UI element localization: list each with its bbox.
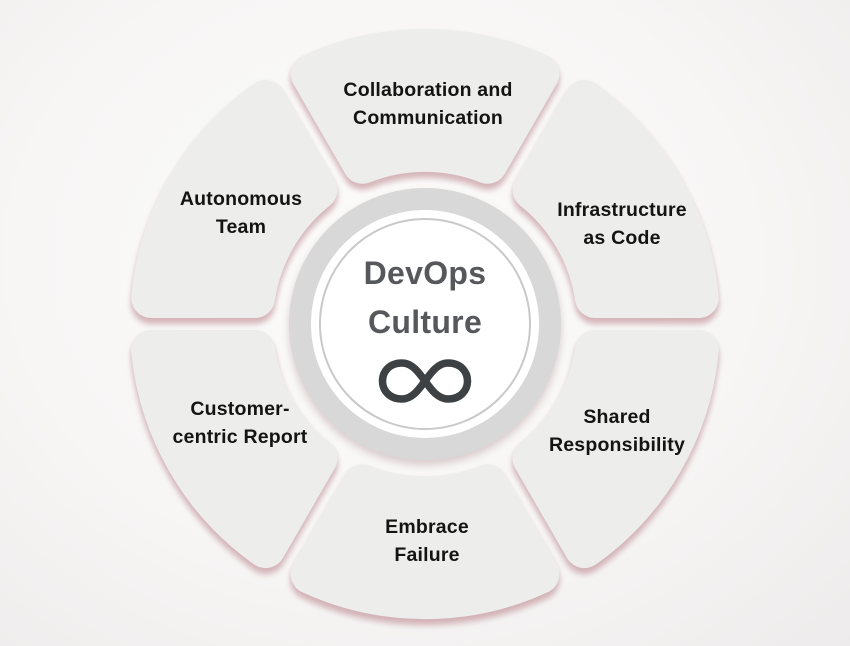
segment-label-shared-responsibility: Shared Responsibility xyxy=(548,406,686,456)
devops-infinity-loop-icon xyxy=(378,359,472,403)
segment-autonomous-team xyxy=(131,79,338,318)
segment-collaboration-communication xyxy=(290,28,560,184)
hub-inner-ring xyxy=(319,218,531,430)
segment-label-embrace-failure: Embrace Failure xyxy=(385,516,469,566)
segment-label-collaboration-communication: Collaboration and Communication xyxy=(343,79,513,129)
segment-infrastructure-as-code xyxy=(512,79,719,318)
diagram-title: DevOps Culture xyxy=(363,255,487,340)
segment-label-infrastructure-as-code: Infrastructure as Code xyxy=(557,199,687,249)
center-hub xyxy=(289,188,561,460)
segment-customer-centric-report xyxy=(131,330,338,569)
petal-ring xyxy=(131,28,719,620)
segment-label-autonomous-team: Autonomous Team xyxy=(179,188,303,238)
segment-shared-responsibility xyxy=(512,330,719,569)
segment-label-customer-centric-report: Customer- centric Report xyxy=(172,398,308,448)
segment-embrace-failure xyxy=(290,464,560,620)
